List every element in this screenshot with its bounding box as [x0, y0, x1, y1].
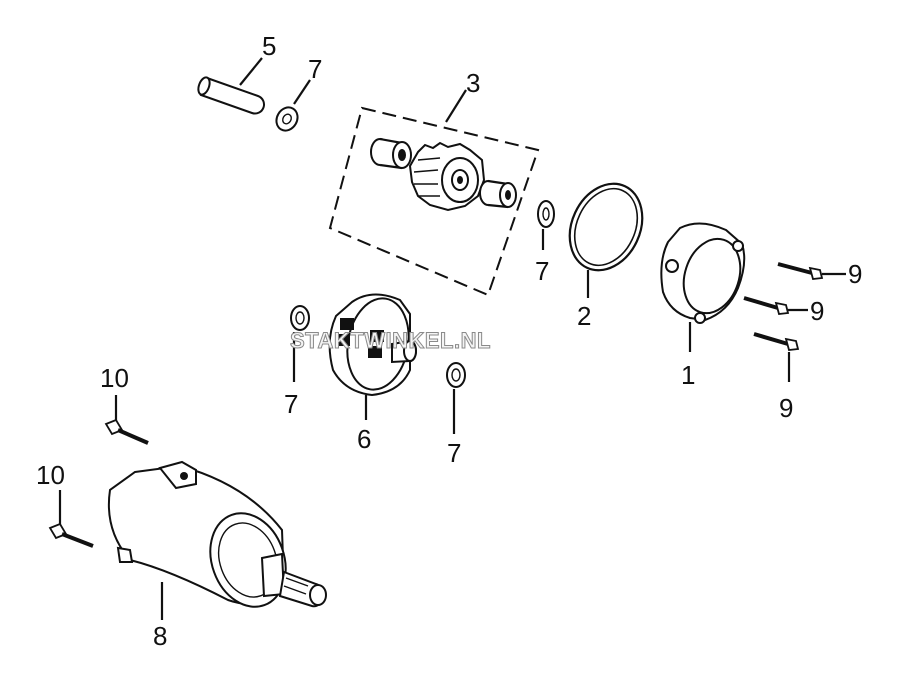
part-7-washer-right	[446, 362, 466, 434]
part-10-bolt-upper	[104, 395, 149, 445]
part-9-bolt-middle	[743, 296, 808, 315]
part-1-cover	[660, 222, 746, 352]
callout-label-8: 8	[153, 621, 167, 651]
callout-label-5: 5	[262, 31, 276, 61]
part-6-starter-clutch	[328, 293, 417, 420]
watermark-text: STAKTWINKEL.NL	[290, 328, 491, 353]
part-7-washer-top	[275, 79, 311, 132]
callout-label-7: 7	[535, 256, 549, 286]
part-7-washer-gear	[537, 200, 555, 250]
part-8-starter-motor	[107, 460, 327, 620]
part-3-gear-assembly	[328, 89, 540, 297]
part-10-bolt-lower	[48, 490, 94, 548]
part-5-pin	[197, 57, 265, 115]
callout-label-7: 7	[284, 389, 298, 419]
callout-label-10: 10	[100, 363, 129, 393]
callout-label-1: 1	[681, 360, 695, 390]
part-2-o-ring	[568, 182, 644, 298]
callout-label-6: 6	[357, 424, 371, 454]
callout-label-9: 9	[848, 259, 862, 289]
callout-label-7: 7	[447, 438, 461, 468]
callout-label-10: 10	[36, 460, 65, 490]
callout-label-9: 9	[779, 393, 793, 423]
callout-label-7: 7	[308, 54, 322, 84]
part-9-bolt-top	[777, 262, 846, 280]
part-9-bolt-bottom	[753, 332, 800, 382]
callout-label-3: 3	[466, 68, 480, 98]
callout-label-9: 9	[810, 296, 824, 326]
part-7-washer-left	[290, 305, 310, 382]
callout-label-2: 2	[577, 301, 591, 331]
